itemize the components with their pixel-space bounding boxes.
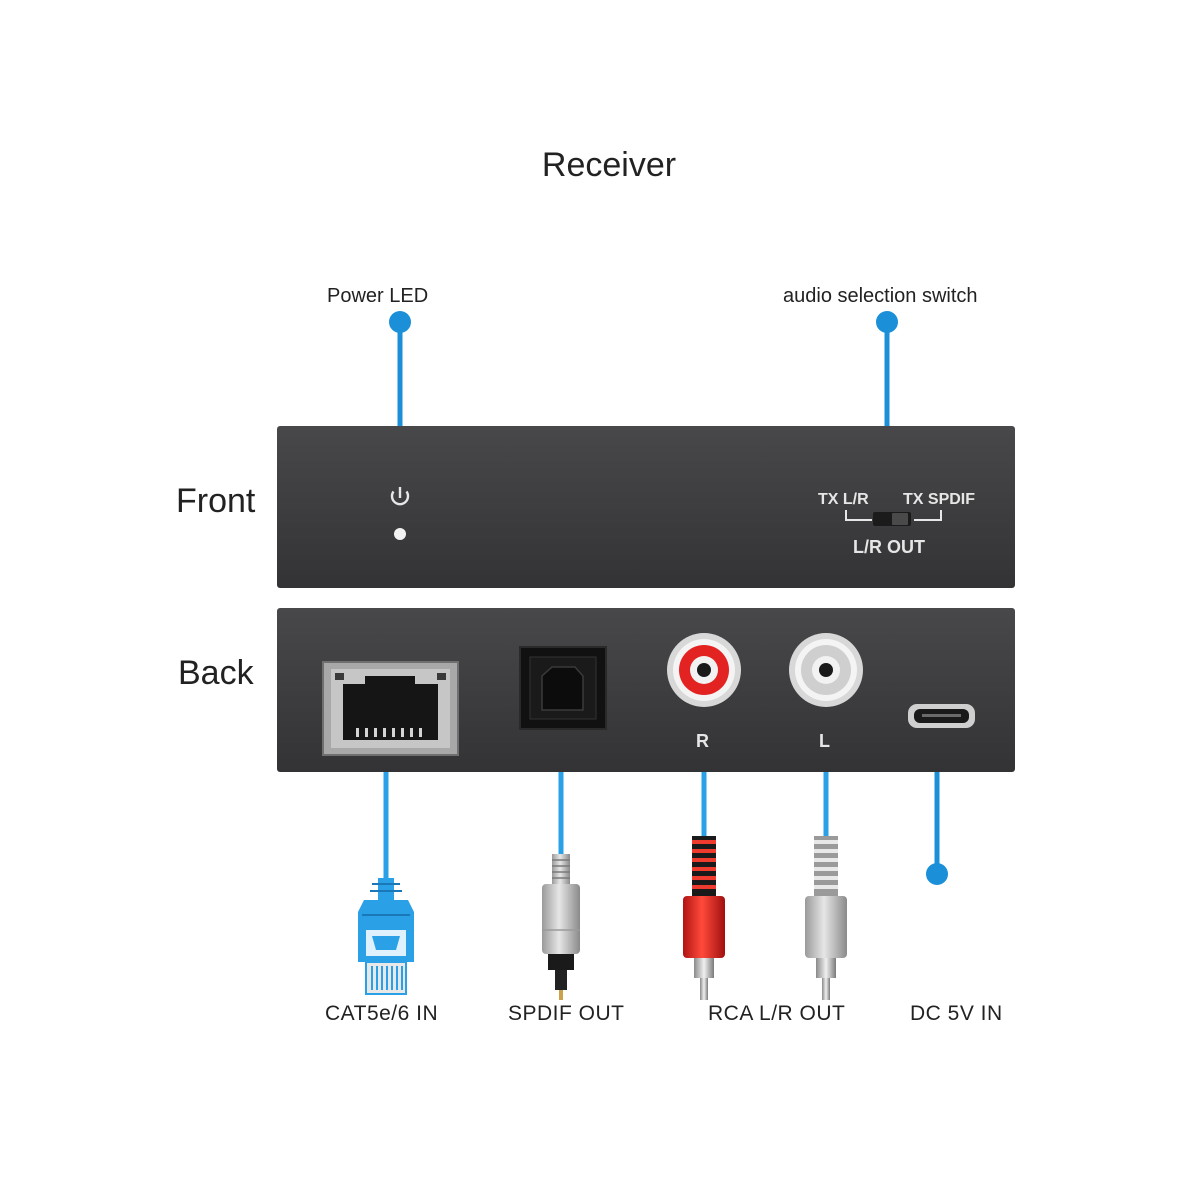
audio-switch-callout-label: audio selection switch	[783, 285, 978, 307]
rca-white-plug	[805, 836, 847, 1000]
back-view-label: Back	[178, 654, 254, 692]
rca-white-jack[interactable]	[789, 633, 863, 707]
power-led-callout	[389, 311, 411, 428]
optical-plug	[542, 854, 580, 1000]
back-panel: R L	[277, 608, 1015, 772]
front-panel: TX L/R TX SPDIF L/R OUT	[277, 426, 1015, 588]
cat-port-label: CAT5e/6 IN	[325, 1002, 439, 1025]
switch-label-lr-out: L/R OUT	[853, 537, 925, 557]
rj45-port[interactable]	[322, 661, 459, 756]
audio-switch-callout	[876, 311, 898, 428]
diagram-title: Receiver	[541, 146, 677, 184]
front-view-label: Front	[176, 482, 256, 520]
rca-right-label: R	[696, 731, 709, 751]
rca-left-label: L	[819, 731, 830, 751]
switch-label-tx-spdif: TX SPDIF	[903, 491, 975, 508]
dc-leader	[926, 772, 948, 885]
power-led-dot	[394, 528, 406, 540]
slide-switch[interactable]	[873, 512, 911, 526]
power-led-callout-label: Power LED	[327, 285, 429, 307]
spdif-port-label: SPDIF OUT	[508, 1002, 625, 1025]
power-icon	[390, 487, 410, 506]
rca-red-plug	[683, 836, 725, 1000]
rca-port-label: RCA L/R OUT	[708, 1002, 846, 1025]
dc-port-label: DC 5V IN	[910, 1002, 1003, 1025]
micro-usb-port[interactable]	[908, 704, 975, 728]
optical-port[interactable]	[519, 646, 607, 730]
rca-red-jack[interactable]	[667, 633, 741, 707]
switch-label-tx-lr: TX L/R	[818, 491, 869, 508]
rj45-plug	[358, 878, 414, 995]
